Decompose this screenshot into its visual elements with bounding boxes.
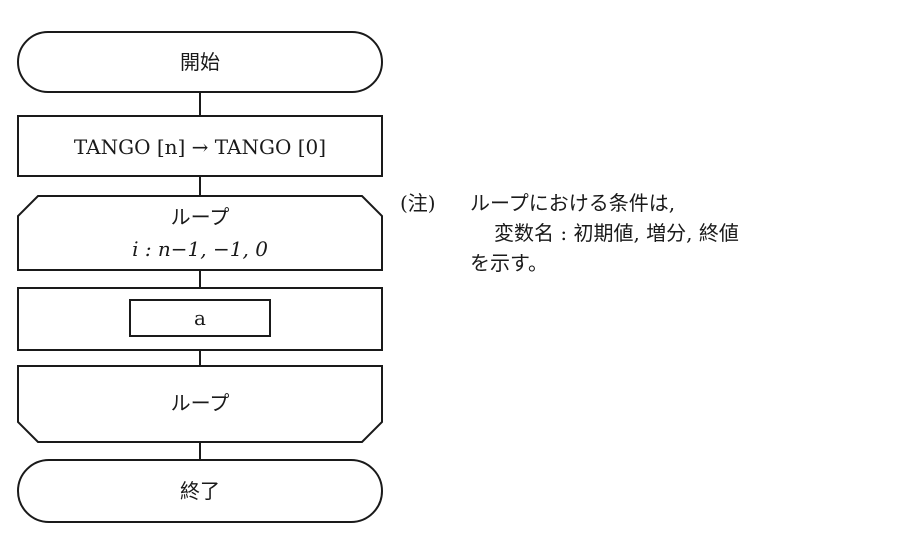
loop-start-label: ループ <box>171 205 230 229</box>
blank-a-label: a <box>194 306 206 330</box>
process-label: TANGO [n] → TANGO [0] <box>74 135 326 159</box>
loop-start-shape <box>17 195 383 271</box>
note-line-1: (注) ループにおける条件は, <box>400 188 739 218</box>
loop-condition: i : n−1, −1, 0 <box>132 237 268 261</box>
end-label: 終了 <box>180 479 220 503</box>
note-line-2: 変数名 : 初期値, 増分, 終値 <box>494 221 739 245</box>
end-terminator <box>17 459 383 523</box>
note-prefix: (注) <box>400 191 436 215</box>
loop-end-shape <box>17 365 383 443</box>
start-terminator <box>17 31 383 93</box>
flowchart: 開始 TANGO [n] → TANGO [0] ループ i : n−1, −1… <box>17 31 383 523</box>
loop-end-label: ループ <box>171 391 230 415</box>
note-line-3: を示す。 <box>470 251 548 275</box>
blank-a-box <box>129 299 271 337</box>
note-text-1: ループにおける条件は, <box>470 191 676 215</box>
process-box <box>17 115 383 177</box>
note: (注) ループにおける条件は, 変数名 : 初期値, 増分, 終値 を示す。 <box>400 188 739 278</box>
start-label: 開始 <box>180 50 220 74</box>
